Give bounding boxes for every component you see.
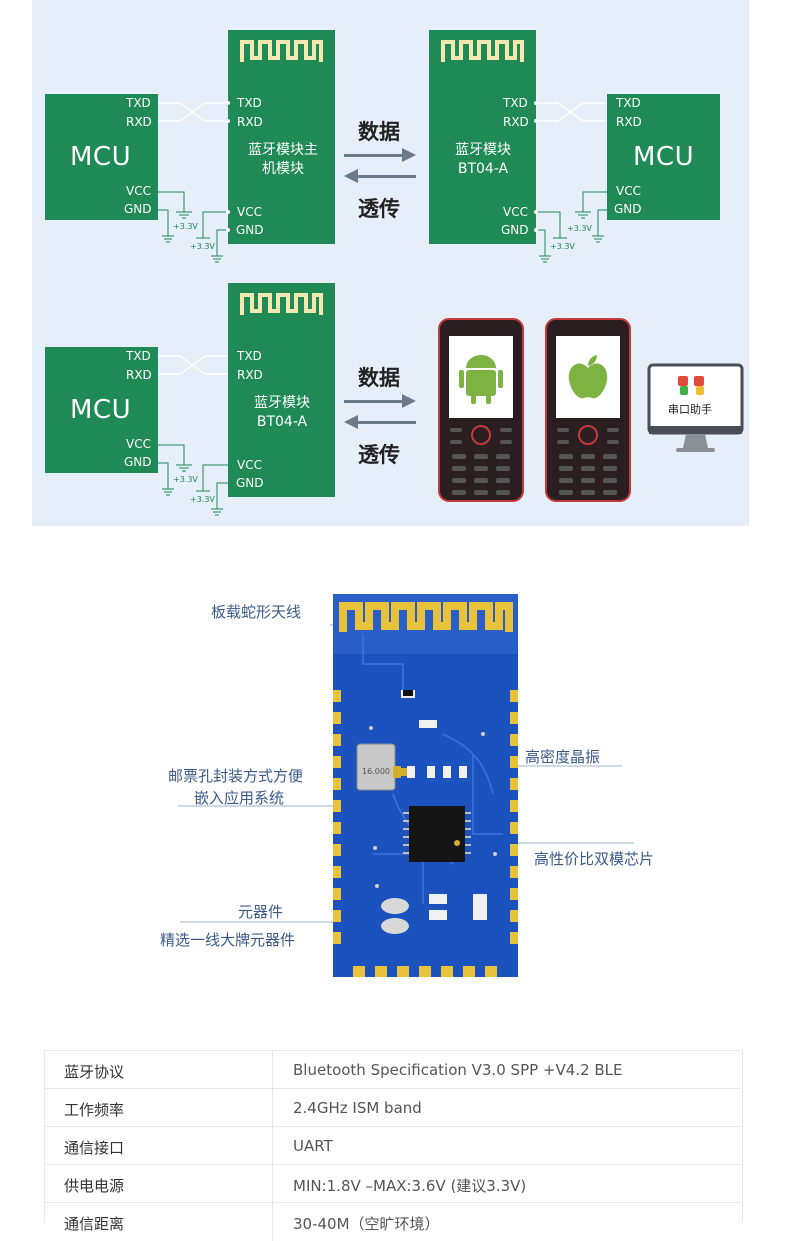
spec-value: UART [293,1137,333,1155]
bottom-left-mcu: MCU TXD RXD VCC GND [45,347,158,473]
spec-key: 供电电源 [64,1177,125,1195]
vcc-pin: VCC [126,437,151,451]
module-label: 蓝牙模块主 机模块 [248,142,318,177]
gnd-pin: GND [236,476,264,490]
txd-pin: TXD [237,96,262,110]
vcc-pin: VCC [126,184,151,198]
spec-key: 工作频率 [64,1101,125,1119]
spec-key: 通信距离 [64,1215,125,1233]
spec-key: 蓝牙协议 [64,1063,125,1081]
callout-components-1: 元器件 [238,903,284,921]
spec-value: 30-40M（空旷环境） [293,1215,440,1233]
module-label: 蓝牙模块 BT04-A [254,395,310,430]
android-phone-icon [438,318,524,502]
pcb-antenna-icon [240,40,323,62]
mcu-label: MCU [70,142,132,172]
top-slave-module: TXD RXD 蓝牙模块 BT04-A VCC GND [429,30,536,244]
vcc-pin: VCC [503,205,528,219]
monitor-icon [647,363,744,452]
spec-value: MIN:1.8V –MAX:3.6V (建议3.3V) [293,1177,527,1195]
spec-value: Bluetooth Specification V3.0 SPP +V4.2 B… [293,1061,623,1079]
vcc-pin: VCC [237,458,262,472]
vcc-pin: VCC [616,184,641,198]
module-label: 蓝牙模块 BT04-A [455,142,511,177]
bottom-wiring [158,355,228,516]
spec-row: 供电电源 MIN:1.8V –MAX:3.6V (建议3.3V) [44,1164,741,1203]
bottom-module: TXD RXD 蓝牙模块 BT04-A VCC GND [228,283,335,497]
txd-pin: TXD [616,96,641,110]
spec-divider [272,1051,273,1089]
voltage-label: +3.3V [567,224,592,233]
gnd-pin: GND [501,223,529,237]
rxd-pin: RXD [237,115,263,129]
passthrough-label: 透传 [358,443,400,467]
gnd-pin: GND [124,202,152,216]
pcb-antenna-icon [240,293,323,315]
callout-stamp-hole-1: 邮票孔封装方式方便 [168,767,304,785]
vcc-pin: VCC [237,205,262,219]
data-label: 数据 [358,120,400,144]
spec-value: 2.4GHz ISM band [293,1099,422,1117]
spec-divider [272,1203,273,1241]
voltage-label: +3.3V [550,242,575,251]
passthrough-label: 透传 [358,197,400,221]
rxd-pin: RXD [126,115,152,129]
voltage-label: +3.3V [173,475,198,484]
txd-pin: TXD [237,349,262,363]
callout-antenna: 板载蛇形天线 [211,603,302,621]
top-master-module: TXD RXD 蓝牙模块主 机模块 VCC GND [228,30,335,244]
mcu-label: MCU [70,395,132,425]
mcu-label: MCU [633,142,695,172]
txd-pin: TXD [126,96,151,110]
serial-assistant-monitor: 串口助手 [647,363,744,456]
spec-row: 通信距离 30-40M（空旷环境） [44,1202,741,1241]
top-right-mcu: MCU TXD RXD VCC GND [607,94,720,220]
gnd-pin: GND [236,223,264,237]
callout-stamp-hole-2: 嵌入应用系统 [194,789,285,807]
spec-key: 通信接口 [64,1139,125,1157]
spec-row: 通信接口 UART [44,1126,741,1165]
monitor-label: 串口助手 [668,403,712,416]
rxd-pin: RXD [237,368,263,382]
top-wiring [158,101,607,263]
spec-row: 蓝牙协议 Bluetooth Specification V3.0 SPP +V… [44,1050,741,1089]
spec-divider [272,1165,273,1203]
voltage-label: +3.3V [190,495,215,504]
txd-pin: TXD [503,96,528,110]
spec-row: 工作频率 2.4GHz ISM band [44,1088,741,1127]
rxd-pin: RXD [126,368,152,382]
transfer-arrows-icon [344,394,416,429]
data-label: 数据 [358,366,400,390]
voltage-label: +3.3V [190,242,215,251]
pcb-board-icon: 16.000 [333,594,518,977]
bluetooth-board-photo: 16.000 [333,594,518,977]
spec-divider [272,1089,273,1127]
voltage-label: +3.3V [173,222,198,231]
callout-chip: 高性价比双模芯片 [534,850,655,868]
callout-crystal: 高密度晶振 [525,748,601,766]
apple-phone-icon [545,318,631,502]
txd-pin: TXD [126,349,151,363]
crystal-text: 16.000 [362,767,390,776]
spec-divider [272,1127,273,1165]
top-left-mcu: MCU TXD RXD VCC GND [45,94,158,220]
gnd-pin: GND [124,455,152,469]
rxd-pin: RXD [503,115,529,129]
spec-table [44,1050,743,1222]
transfer-arrows-icon [344,148,416,183]
pcb-antenna-icon [441,40,524,62]
callout-components-2: 精选一线大牌元器件 [160,931,296,949]
gnd-pin: GND [614,202,642,216]
rxd-pin: RXD [616,115,642,129]
